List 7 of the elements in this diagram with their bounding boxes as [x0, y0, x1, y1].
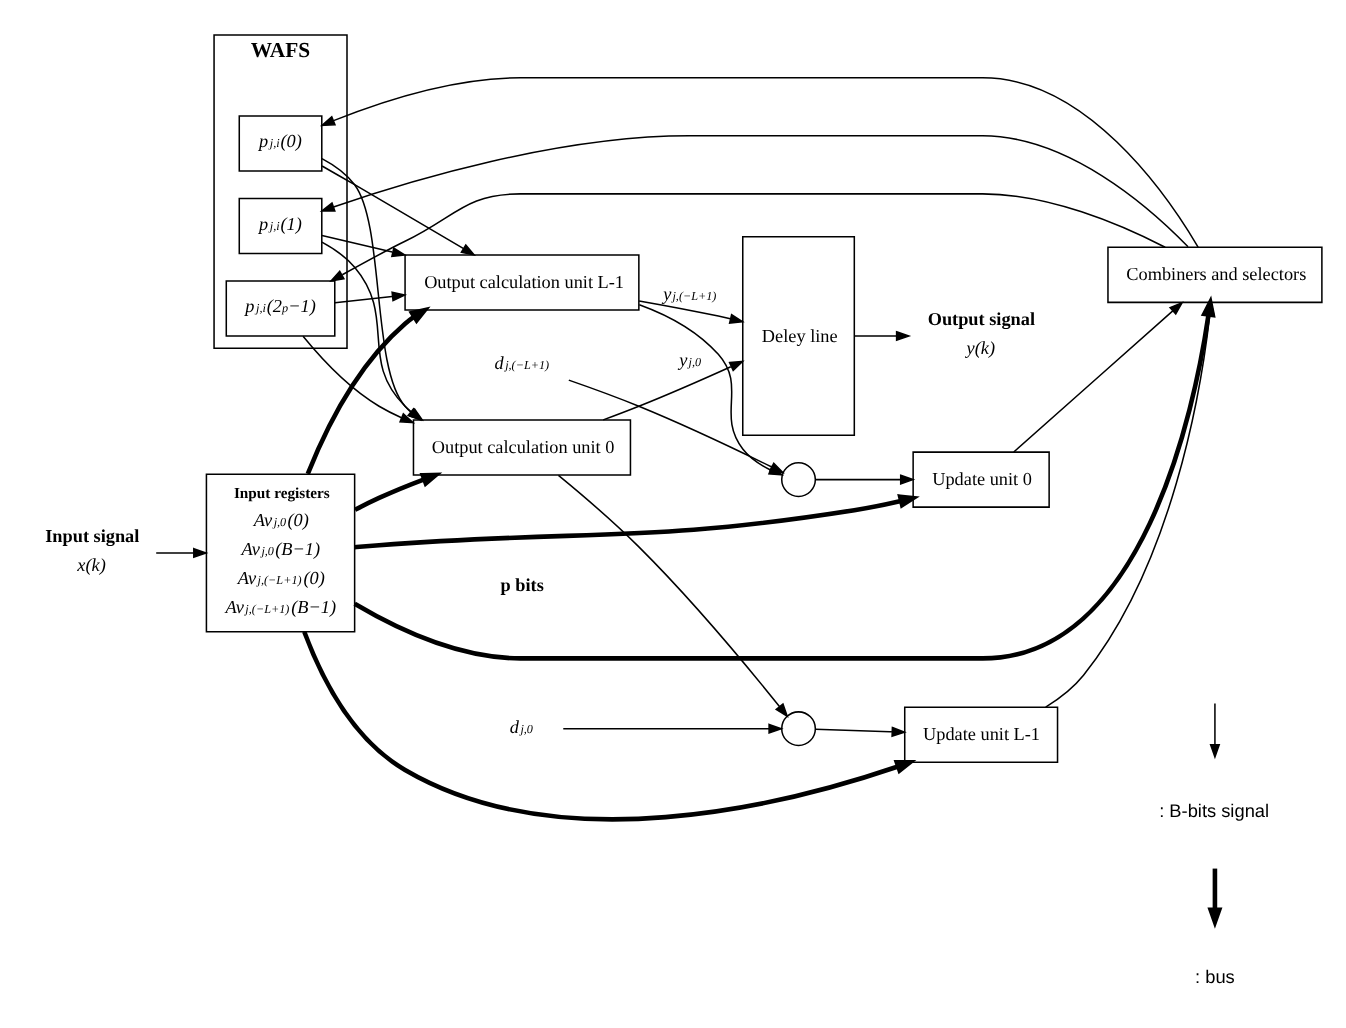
node-text: y(k) — [965, 337, 995, 358]
node-label: Output signal — [926, 308, 1035, 329]
label: p bits — [499, 575, 543, 596]
legend-label: : bus — [1194, 966, 1234, 987]
legend-label: : B-bits signal — [1158, 801, 1269, 822]
node-label: Input signal — [44, 525, 139, 546]
node-text: x(k) — [76, 554, 105, 575]
